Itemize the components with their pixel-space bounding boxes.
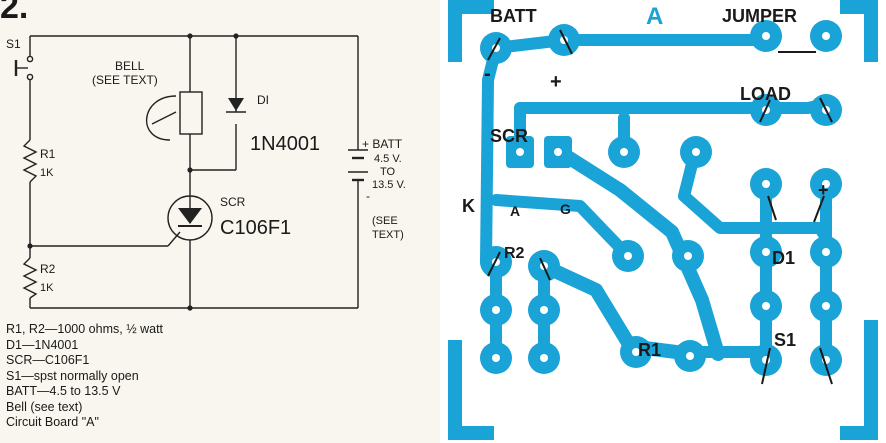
parts-list: R1, R2—1000 ohms, ½ watt D1—1N4001 SCR—C… bbox=[6, 322, 163, 431]
lead-mark bbox=[761, 347, 771, 385]
pcb-border-left-top bbox=[448, 0, 462, 62]
pcb-label-minus: - bbox=[484, 63, 491, 85]
scr-part-number: C106F1 bbox=[220, 217, 291, 239]
parts-list-item: BATT—4.5 to 13.5 V bbox=[6, 384, 121, 398]
s1-contact-bottom bbox=[26, 73, 34, 81]
pcb-label-r2: R2 bbox=[504, 245, 525, 262]
lead-mark bbox=[767, 195, 777, 221]
batt-label: + BATT bbox=[362, 137, 403, 151]
pcb-label-r1: R1 bbox=[638, 340, 661, 360]
bell-gong bbox=[145, 95, 177, 141]
parts-list-item: D1—1N4001 bbox=[6, 337, 79, 352]
pcb-label-s1: S1 bbox=[774, 330, 796, 350]
bell-label-see-text: (SEE TEXT) bbox=[92, 73, 158, 87]
trace-gate-to-r2 bbox=[490, 194, 634, 262]
pcb-label-plus: + bbox=[550, 71, 562, 93]
bell-box bbox=[179, 91, 203, 135]
pcb-border-right-top bbox=[864, 0, 878, 62]
junction-dot bbox=[233, 33, 239, 39]
junction-dot bbox=[187, 33, 193, 39]
s1-label: S1 bbox=[6, 37, 21, 51]
r1-label: R1 bbox=[40, 147, 56, 161]
batt-voltage-max: 13.5 V. bbox=[372, 179, 406, 191]
junction-dot bbox=[187, 167, 193, 173]
pcb-label-g: G bbox=[560, 201, 571, 217]
pcb-label-batt: BATT bbox=[490, 6, 537, 26]
schematic-diagram: 2. bbox=[0, 0, 406, 311]
pcb-border-bottom-left bbox=[448, 426, 494, 440]
figure-number: 2. bbox=[0, 0, 28, 26]
parts-list-item: R1, R2—1000 ohms, ½ watt bbox=[6, 322, 164, 336]
junction-dot bbox=[187, 305, 193, 311]
r1-value: 1K bbox=[40, 167, 54, 179]
r2-value: 1K bbox=[40, 282, 54, 294]
lead-mark bbox=[487, 251, 501, 277]
batt-see-text: (SEE bbox=[372, 215, 398, 227]
wire-gate-lead bbox=[167, 231, 181, 247]
r1-resistor bbox=[22, 139, 38, 183]
s1-contact-top bbox=[26, 55, 34, 63]
board-letter: A bbox=[646, 3, 663, 30]
junction-dot bbox=[27, 243, 33, 249]
batt-see-text-2: TEXT) bbox=[372, 229, 404, 241]
pcb-label-jumper: JUMPER bbox=[722, 6, 797, 26]
lead-mark bbox=[759, 99, 771, 123]
pcb-label-k: K bbox=[462, 196, 475, 216]
r2-resistor bbox=[22, 257, 38, 299]
bell-clapper bbox=[151, 111, 177, 125]
batt-voltage-to: TO bbox=[380, 166, 396, 178]
r2-label: R2 bbox=[40, 262, 56, 276]
lead-mark bbox=[539, 257, 551, 281]
d1-triangle bbox=[228, 98, 244, 111]
d1-label: DI bbox=[257, 93, 269, 107]
lead-mark bbox=[559, 29, 573, 55]
pcb-layout: A BATT JUMPER LOAD SCR K A G R2 D1 R1 S1… bbox=[448, 0, 878, 440]
pcb-border-left-bottom bbox=[448, 340, 462, 440]
parts-list-item: Bell (see text) bbox=[6, 399, 83, 414]
d1-part-number: 1N4001 bbox=[250, 133, 320, 155]
lead-mark bbox=[819, 347, 833, 385]
parts-list-item: S1—spst normally open bbox=[6, 368, 139, 383]
pcb-label-scr: SCR bbox=[490, 126, 528, 146]
bell-label: BELL bbox=[115, 59, 145, 73]
batt-voltage-min: 4.5 V. bbox=[374, 153, 402, 165]
pcb-label-load: LOAD bbox=[740, 84, 791, 104]
lead-mark bbox=[487, 37, 501, 61]
scr-label: SCR bbox=[220, 195, 246, 209]
lead-mark bbox=[819, 97, 833, 123]
pcb-label-d1: D1 bbox=[772, 248, 795, 268]
pcb-border-right-bottom bbox=[864, 320, 878, 440]
parts-list-item: SCR—C106F1 bbox=[6, 353, 90, 367]
pcb-label-a: A bbox=[510, 203, 520, 219]
batt-minus: - bbox=[366, 189, 370, 203]
trace-batt-top bbox=[490, 34, 768, 54]
pcb-panel: A BATT JUMPER LOAD SCR K A G R2 D1 R1 S1… bbox=[440, 0, 886, 443]
trace-r2-to-r1 bbox=[537, 259, 683, 359]
scr-triangle bbox=[178, 208, 202, 224]
pcb-border-top-left bbox=[448, 0, 494, 14]
schematic-panel: 2. bbox=[0, 0, 440, 443]
lead-mark bbox=[813, 195, 825, 223]
trace-scr-gate-to-r1 bbox=[553, 145, 725, 361]
parts-list-item: Circuit Board "A" bbox=[6, 415, 99, 429]
pcb-label-d1-plus: + bbox=[818, 180, 829, 200]
